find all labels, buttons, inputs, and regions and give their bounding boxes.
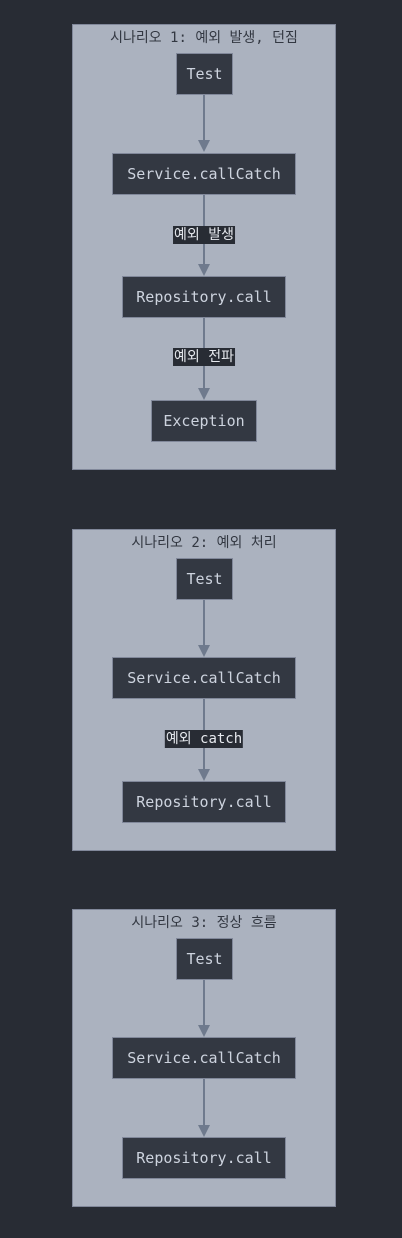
scenario-2-edge-label-exception-catch: 예외 catch — [164, 730, 244, 748]
scenario-1-node-exception: Exception — [151, 400, 257, 442]
scenario-2-node-service-callcatch: Service.callCatch — [112, 657, 296, 699]
edge-service-to-repository-arrowhead — [198, 769, 210, 781]
scenario-3-title: 시나리오 3: 정상 흐름 — [131, 915, 277, 931]
edge-repository-to-exception-arrowhead — [198, 388, 210, 400]
scenario-1-node-repository-call: Repository.call — [122, 276, 286, 318]
edge-test-to-service-arrowhead — [198, 1025, 210, 1037]
scenario-3-node-repository-call: Repository.call — [122, 1137, 286, 1179]
scenario-1-title: 시나리오 1: 예외 발생, 던짐 — [110, 30, 298, 46]
scenario-2-title: 시나리오 2: 예외 처리 — [131, 535, 277, 551]
scenario-1-node-service-callcatch: Service.callCatch — [112, 153, 296, 195]
scenario-1-edge-label-exception-propagated: 예외 전파 — [173, 348, 235, 366]
scenario-3-node-test: Test — [176, 938, 233, 980]
scenario-1-edge-label-exception-occurred: 예외 발생 — [173, 226, 235, 244]
scenario-1-node-test: Test — [176, 53, 233, 95]
scenario-3-node-service-callcatch: Service.callCatch — [112, 1037, 296, 1079]
edge-test-to-service-arrowhead — [198, 645, 210, 657]
scenario-2-node-test: Test — [176, 558, 233, 600]
edge-service-to-repository-arrowhead — [198, 264, 210, 276]
edge-service-to-repository-arrowhead — [198, 1125, 210, 1137]
edge-test-to-service-arrowhead — [198, 140, 210, 152]
scenario-2-node-repository-call: Repository.call — [122, 781, 286, 823]
